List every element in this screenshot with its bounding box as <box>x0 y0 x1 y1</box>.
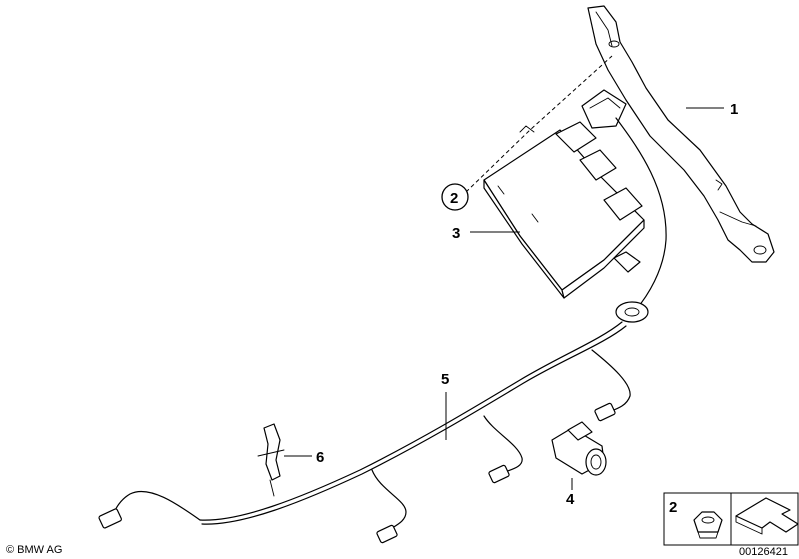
hex-nut-icon <box>693 511 723 539</box>
park-distance-sensor <box>551 421 607 476</box>
parts-legend: 2 <box>663 492 799 546</box>
copyright-text: © BMW AG <box>6 544 62 556</box>
arrow-symbol-icon <box>735 497 799 535</box>
callout-5: 5 <box>441 371 449 388</box>
callout-2: 2 <box>450 190 458 207</box>
mounting-bracket <box>587 5 775 263</box>
bracket-connector <box>581 89 627 129</box>
control-unit <box>483 121 645 299</box>
callout-1: 1 <box>730 101 738 118</box>
wiring-harness <box>98 55 667 544</box>
callout-6: 6 <box>316 449 324 466</box>
cable-clip <box>257 423 285 497</box>
legend-part-number: 2 <box>669 499 677 516</box>
callout-3: 3 <box>452 225 460 242</box>
diagram-id: 00126421 <box>739 546 788 558</box>
callout-2-circle: 2 <box>441 183 469 211</box>
callout-4: 4 <box>566 491 575 508</box>
